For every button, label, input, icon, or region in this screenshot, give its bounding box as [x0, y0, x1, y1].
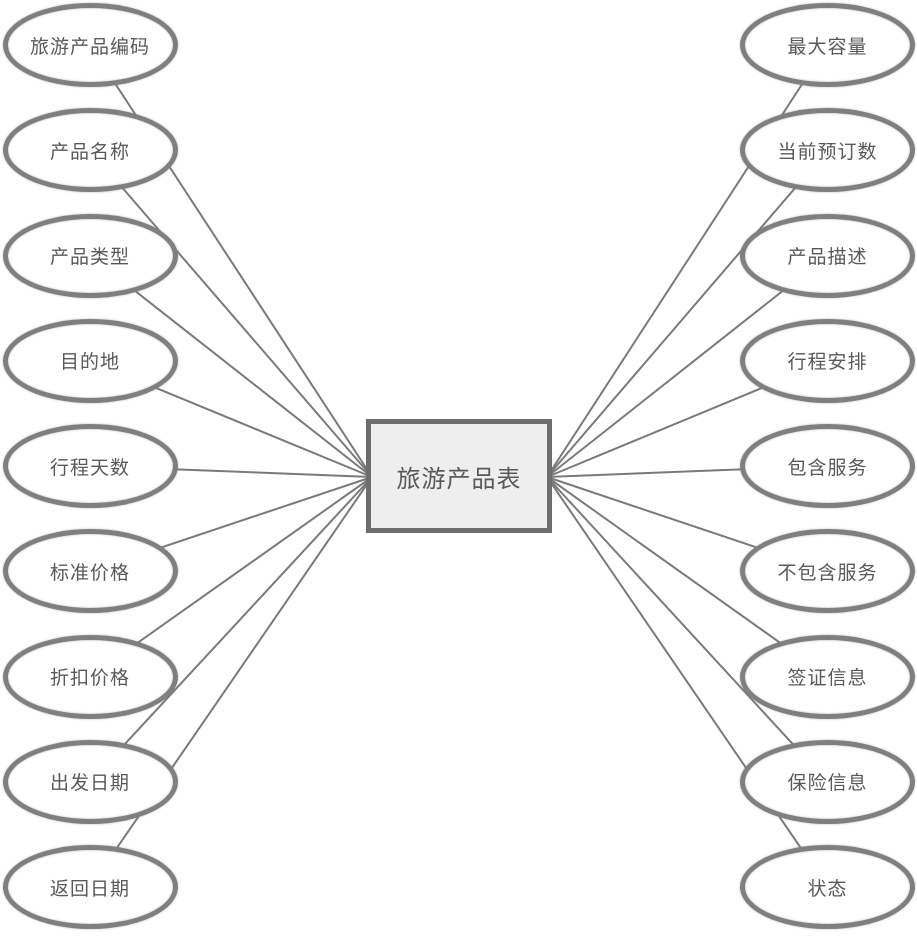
attribute-node-left-6: 标准价格: [2, 529, 178, 614]
attribute-node-right-8: 保险信息: [740, 739, 915, 824]
attribute-label: 产品类型: [49, 247, 130, 268]
attribute-label: 返回日期: [49, 878, 130, 900]
attribute-node-left-4: 目的地: [2, 318, 178, 403]
attribute-node-left-9: 返回日期: [2, 845, 178, 929]
connector-line: [546, 149, 829, 478]
attribute-label: 标准价格: [49, 562, 130, 584]
attribute-node-right-1: 最大容量: [740, 3, 915, 87]
attribute-node-right-6: 不包含服务: [740, 529, 915, 614]
attribute-label: 产品名称: [49, 141, 130, 163]
attribute-node-left-8: 出发日期: [2, 739, 178, 824]
attribute-label: 签证信息: [787, 668, 868, 689]
attribute-label: 目的地: [59, 352, 120, 374]
connector-line: [89, 149, 373, 478]
attribute-label: 当前预订数: [777, 141, 878, 163]
entity-label: 旅游产品表: [396, 465, 522, 493]
attribute-label: 产品描述: [787, 247, 868, 268]
attribute-node-right-5: 包含服务: [740, 424, 915, 508]
attribute-label: 行程天数: [49, 457, 130, 479]
connector-line: [546, 476, 829, 783]
attribute-label: 包含服务: [787, 457, 868, 479]
connector-line: [89, 254, 373, 478]
attribute-label: 行程安排: [787, 352, 868, 374]
attribute-label: 保险信息: [787, 773, 868, 795]
attribute-node-left-7: 折扣价格: [2, 634, 178, 719]
attribute-label: 状态: [807, 878, 848, 900]
attribute-label: 折扣价格: [49, 668, 130, 689]
attribute-label: 最大容量: [787, 36, 868, 58]
attribute-node-right-7: 签证信息: [740, 634, 915, 719]
attribute-node-left-2: 产品名称: [2, 108, 178, 193]
attribute-node-left-3: 产品类型: [2, 213, 178, 298]
connector-line: [89, 476, 373, 888]
attribute-node-right-4: 行程安排: [740, 318, 915, 403]
entity-box: 旅游产品表: [366, 419, 552, 533]
attribute-label: 旅游产品编码: [29, 36, 150, 58]
attribute-node-left-5: 行程天数: [2, 424, 178, 508]
attribute-label: 出发日期: [49, 773, 130, 795]
connector-line: [546, 476, 829, 888]
connector-line: [89, 476, 373, 783]
attribute-node-left-1: 旅游产品编码: [2, 3, 178, 87]
attribute-node-right-2: 当前预订数: [740, 108, 915, 193]
connector-line: [546, 254, 829, 478]
attribute-node-right-9: 状态: [740, 845, 915, 929]
attribute-label: 不包含服务: [777, 562, 878, 584]
attribute-node-right-3: 产品描述: [740, 213, 915, 298]
